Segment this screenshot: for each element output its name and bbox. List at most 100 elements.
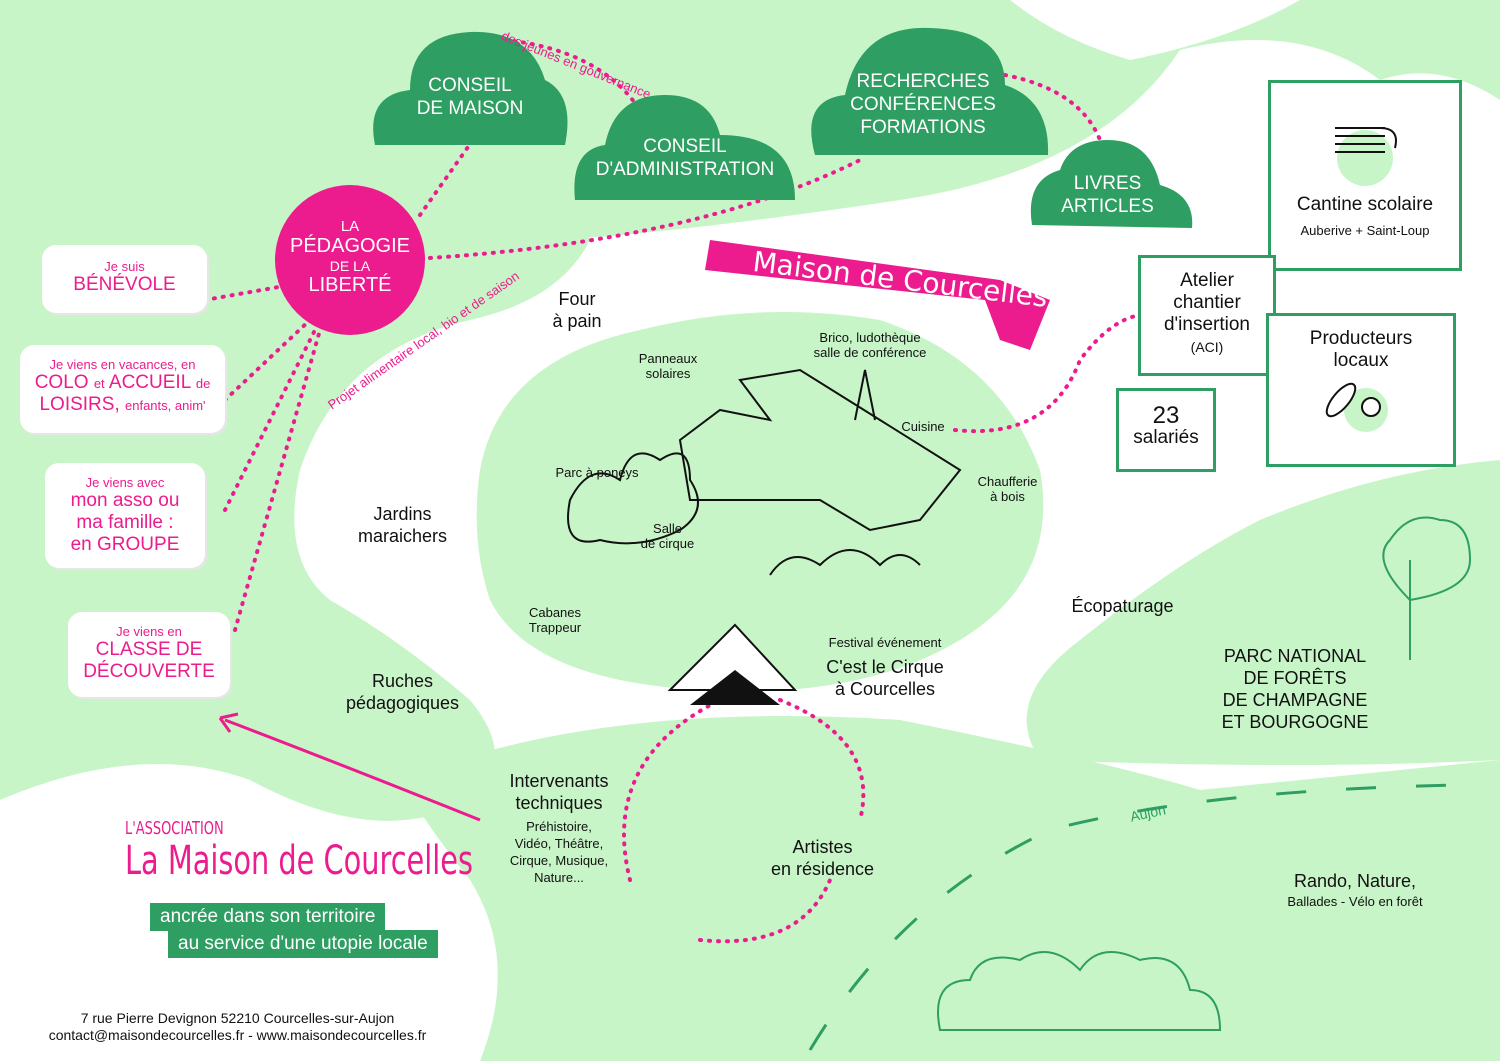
footer-contact[interactable]: contact@maisondecourcelles.fr - www.mais… [48, 1027, 427, 1043]
label-ecopaturage: Écopaturage [1071, 596, 1174, 616]
top-right-white [1010, 0, 1300, 60]
cloud-text: LIVRES [1073, 173, 1142, 194]
label-cuisine: Cuisine [901, 419, 945, 434]
festival-label: Festival événement C'est le Cirque à Cou… [810, 635, 960, 700]
chateau-sketch [567, 368, 1472, 1031]
label-text: Artistes [792, 837, 853, 857]
bubble-big: COLO [34, 372, 89, 393]
footer-assoc: L'association [125, 818, 224, 839]
cloud-shapes [373, 27, 1193, 228]
label-text: Trappeur [528, 620, 582, 635]
atelier-text: chantier [1173, 292, 1241, 313]
cloud-text: DE MAISON [416, 98, 524, 119]
cloud-text: CONFÉRENCES [850, 94, 996, 115]
dishes-icon [1335, 127, 1397, 186]
parc-text: ET BOURGOGNE [1221, 712, 1369, 732]
label-text: maraichers [357, 526, 448, 546]
bubble-small: Je viens en vacances, en [49, 357, 196, 372]
footer-name: La Maison de Courcelles [125, 838, 474, 884]
bubble-groupe: Je viens avec mon asso ou ma famille : e… [45, 463, 205, 568]
bubble-small: enfants, anim' [125, 398, 206, 413]
bubble-small: Je viens avec [85, 475, 165, 490]
bubble-classe: Je viens en CLASSE DE DÉCOUVERTE [68, 612, 230, 697]
intervenants-label: Intervenants techniques Préhistoire, Vid… [495, 770, 623, 886]
bubble-small: Je viens en [116, 624, 182, 639]
bubble-big: CLASSE DE [95, 639, 203, 660]
pedagogie-text: DE LA [329, 258, 371, 274]
bubble-big: BÉNÉVOLE [73, 274, 176, 295]
producteurs-text: locaux [1333, 350, 1389, 371]
atelier-text: d'insertion [1163, 314, 1250, 335]
festival-small: Festival événement [828, 635, 942, 650]
vegetables-icon [1325, 382, 1388, 432]
atelier-text: (ACI) [1190, 339, 1224, 355]
cloud-text: RECHERCHES [856, 71, 990, 92]
festival-text: C'est le Cirque [826, 657, 944, 677]
parc-text: PARC NATIONAL [1223, 646, 1367, 666]
parc-text: DE FORÊTS [1243, 668, 1347, 688]
pedagogie-liberte: LA PÉDAGOGIE DE LA LIBERTÉ [280, 218, 420, 297]
cantine-sub: Auberive + Saint-Loup [1300, 223, 1430, 238]
pedagogie-text: LIBERTÉ [308, 274, 392, 296]
banner-ribbon [705, 240, 1050, 350]
label-text: à bois [990, 489, 1025, 504]
salaries-label: salariés [1133, 427, 1199, 448]
dotted-link [203, 38, 1142, 944]
cloud-recherches: RECHERCHES CONFÉRENCES FORMATIONS [823, 70, 1023, 139]
bubble-big: DÉCOUVERTE [83, 661, 215, 682]
label-text: Ruches [371, 671, 434, 691]
box-atelier: Atelier chantier d'insertion (ACI) [1138, 255, 1276, 376]
label-text: Four [558, 289, 596, 309]
rando-label: Rando, Nature, Ballades - Vélo en forêt [1270, 870, 1440, 909]
cloud-conseil-administration: CONSEIL D'ADMINISTRATION [585, 135, 785, 181]
bubble-big: ma famille : [76, 512, 174, 533]
label-text: Cabanes [528, 605, 582, 620]
cantine-title: Cantine scolaire [1296, 194, 1434, 215]
box-salaries: 23 salariés [1116, 388, 1216, 472]
pedagogie-text: LA [340, 218, 360, 235]
bubble-big: ACCUEIL [108, 372, 191, 393]
cloud-text: D'ADMINISTRATION [595, 159, 775, 180]
label-parc-poneys: Parc à poneys [555, 465, 639, 480]
bubble-small: Je suis [104, 259, 145, 274]
cloud-text: CONSEIL [428, 75, 512, 96]
cloud-text: FORMATIONS [860, 117, 986, 138]
bottom-green-area [400, 716, 1500, 1061]
intervenants-title: Intervenants [509, 771, 609, 791]
producteurs-text: Producteurs [1309, 328, 1413, 349]
arrow-head-icon [218, 712, 239, 733]
intervenants-item: Vidéo, Théâtre, [514, 836, 604, 851]
label-text: Panneaux [638, 351, 698, 366]
intervenants-item: Préhistoire, [526, 819, 592, 834]
atelier-text: Atelier [1180, 270, 1234, 291]
bubble-big: mon asso ou [70, 490, 180, 511]
rando-title: Rando, Nature, [1293, 871, 1417, 891]
intervenants-item: Nature... [534, 870, 584, 885]
cloud-conseil-maison: CONSEIL DE MAISON [390, 74, 550, 120]
intervenants-item: Cirque, Musique, [509, 853, 609, 868]
label-text: Salle [653, 521, 682, 536]
label-text: salle de conférence [813, 345, 927, 360]
footer-tagline-1: ancrée dans son territoire [150, 903, 386, 931]
footer-address: 7 rue Pierre Devignon 52210 Courcelles-s… [80, 1010, 395, 1026]
festival-text: à Courcelles [834, 679, 936, 699]
cloud-text: ARTICLES [1061, 196, 1154, 217]
box-cantine: Cantine scolaire Auberive + Saint-Loup [1268, 80, 1462, 271]
label-text: à pain [552, 311, 602, 331]
cloud-livres: LIVRES ARTICLES [1040, 172, 1175, 218]
label-text: solaires [645, 366, 691, 381]
salaries-count: 23 [1152, 402, 1180, 429]
box-producteurs: Producteurs locaux [1266, 313, 1456, 467]
bubble-small: de [195, 376, 211, 391]
right-green-area [1026, 460, 1500, 765]
label-text: de cirque [640, 536, 695, 551]
bubble-big: en GROUPE [70, 534, 180, 555]
pedagogie-text: PÉDAGOGIE [289, 235, 411, 257]
bubble-small: et [93, 376, 105, 391]
